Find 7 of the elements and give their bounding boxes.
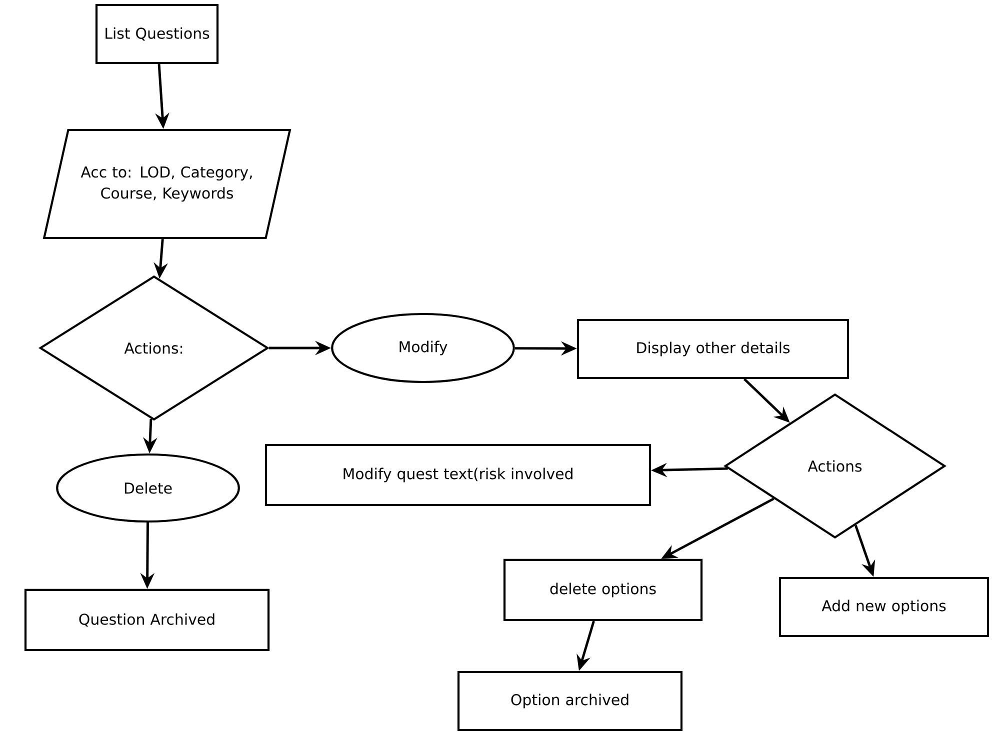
process-box: delete options (503, 558, 703, 622)
process-box: Question Archived (24, 588, 270, 652)
process-box: Display other details (576, 318, 850, 380)
process-box: Modify quest text(risk involved (264, 444, 652, 506)
process-box: Option archived (457, 670, 683, 732)
process-box: Add new options (778, 576, 990, 638)
process-box: List Questions (95, 4, 219, 64)
